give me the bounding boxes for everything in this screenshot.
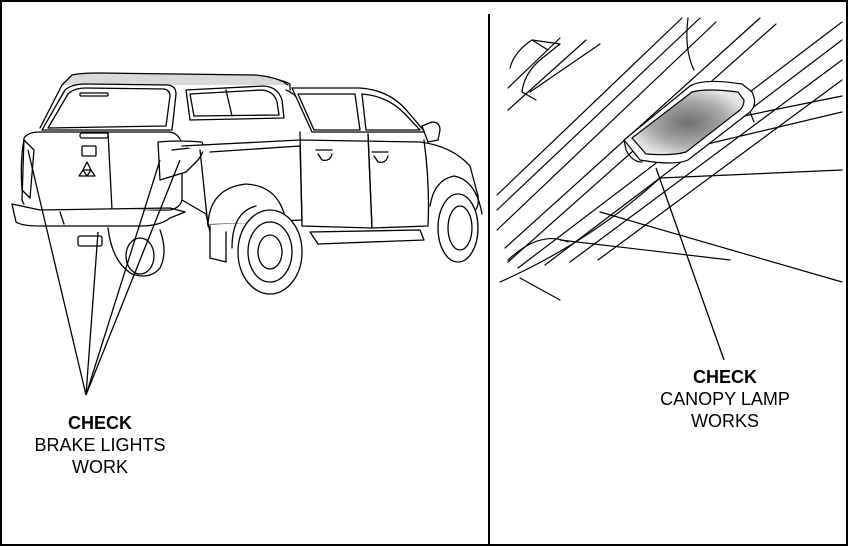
- canopy-lamp-line2: WORKS: [625, 410, 825, 432]
- canopy-lamp-callout: CHECK CANOPY LAMP WORKS: [625, 366, 825, 432]
- brake-lights-line1: BRAKE LIGHTS: [0, 434, 200, 456]
- brake-lights-check-label: CHECK: [0, 412, 200, 434]
- brake-lights-line2: WORK: [0, 456, 200, 478]
- brake-lights-callout: CHECK BRAKE LIGHTS WORK: [0, 412, 200, 478]
- pickup-truck-illustration: [12, 73, 482, 294]
- canopy-lamp-illustration: [497, 18, 842, 300]
- canopy-lamp-line1: CANOPY LAMP: [625, 388, 825, 410]
- canopy-lamp-check-label: CHECK: [625, 366, 825, 388]
- canopy-lamp-leader-line: [656, 168, 724, 360]
